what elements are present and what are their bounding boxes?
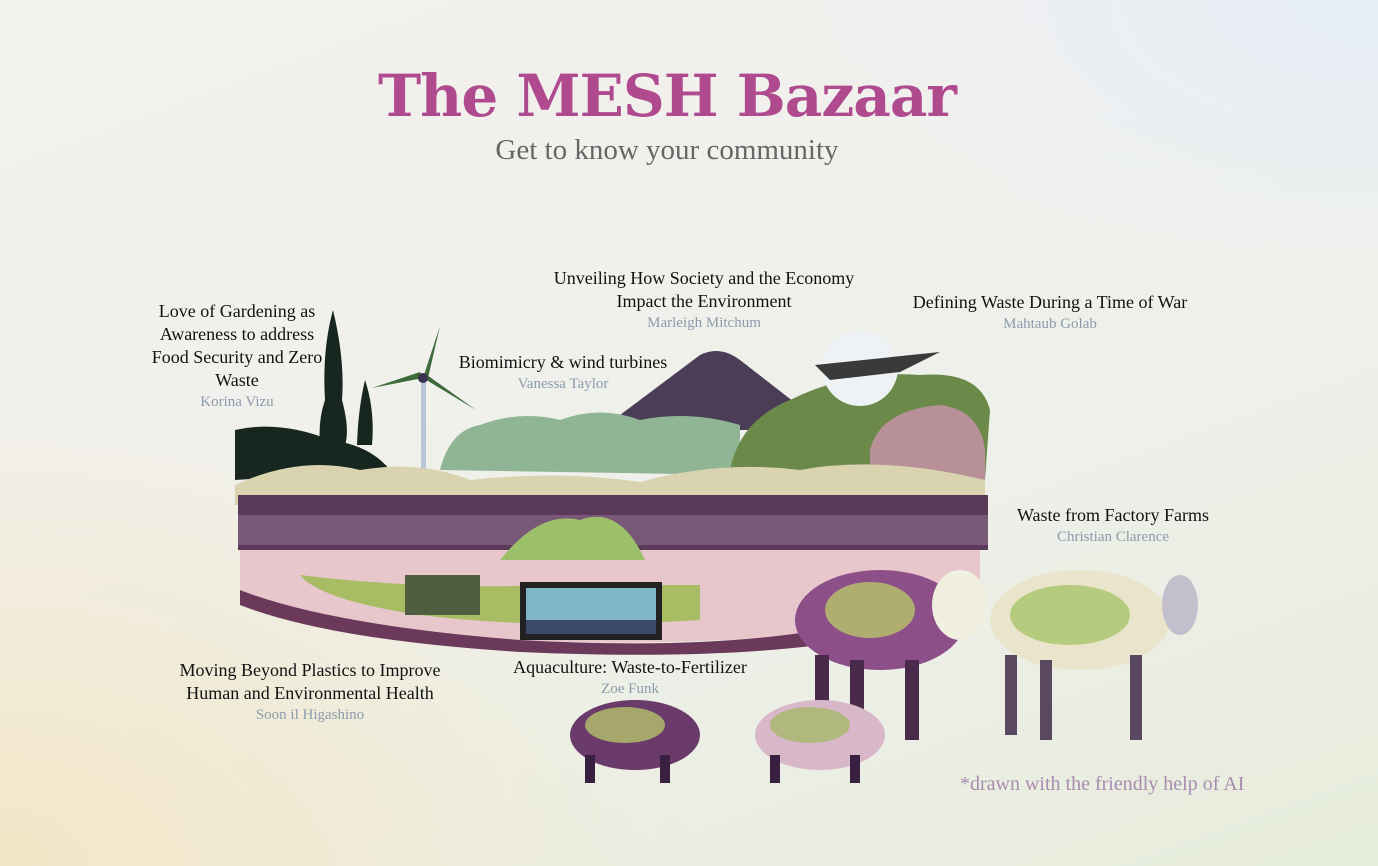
presenter-name: Zoe Funk [601,681,659,697]
presenter-name: Soon il Higashino [255,707,365,723]
wind-turbine [372,326,476,473]
topic-biomimicry[interactable]: Biomimicry & wind turbines Vanessa Taylo… [459,351,668,394]
topic-title-line: Biomimicry & wind turbines [458,352,668,372]
topic-title-line: Human and Environmental Health [186,683,434,703]
topic-title-line: Aquaculture: Waste-to-Fertilizer [513,657,747,677]
topic-title-line: Waste [215,370,259,390]
topic-factory-farms[interactable]: Waste from Factory Farms Christian Clare… [1017,504,1209,547]
plastic-crates [405,575,480,615]
topic-gardening[interactable]: Love of Gardening as Awareness to addres… [152,300,322,412]
cow-large [795,570,988,740]
topic-society-economy[interactable]: Unveiling How Society and the Economy Im… [554,267,854,333]
topic-title-line: Defining Waste During a Time of War [912,292,1188,312]
presenter-name: Korina Vizu [200,394,274,410]
page-subtitle: Get to know your community [495,134,839,166]
cypress-tree [357,380,373,445]
topic-title-line: Food Security and Zero [151,347,323,367]
ground-edge [240,590,820,655]
cypress-tree [319,310,347,445]
aquarium [520,582,662,640]
background-cool-glow [778,0,1378,300]
market-tents [235,464,985,505]
hedge-dark [235,426,390,480]
pig-right [755,700,885,783]
topic-title-line: Moving Beyond Plastics to Improve [179,660,441,680]
topic-aquaculture[interactable]: Aquaculture: Waste-to-Fertilizer Zoe Fun… [513,656,747,699]
presenter-name: Christian Clarence [1056,529,1170,545]
produce-stall [500,516,645,560]
topic-title-line: Impact the Environment [616,291,792,311]
topic-title-line: Waste from Factory Farms [1016,505,1210,525]
presenter-name: Marleigh Mitchum [647,315,761,331]
rock-pink [870,405,985,480]
tree-line-left [440,412,740,475]
ai-footnote: *drawn with the friendly help of AI [960,773,1245,795]
cow-light [990,570,1198,740]
presenter-name: Mahtaub Golab [1003,316,1097,332]
topic-title-line: Awareness to address [159,324,315,344]
topic-title-line: Unveiling How Society and the Economy [553,268,855,288]
pig-left [570,700,700,783]
topic-title-line: Love of Gardening as [158,301,316,321]
fighter-jet [815,330,940,406]
topic-plastics[interactable]: Moving Beyond Plastics to Improve Human … [180,659,441,725]
presenter-name: Vanessa Taylor [517,376,609,392]
page-title: The MESH Bazaar [378,62,957,130]
topic-waste-war[interactable]: Defining Waste During a Time of War Maht… [913,291,1187,334]
